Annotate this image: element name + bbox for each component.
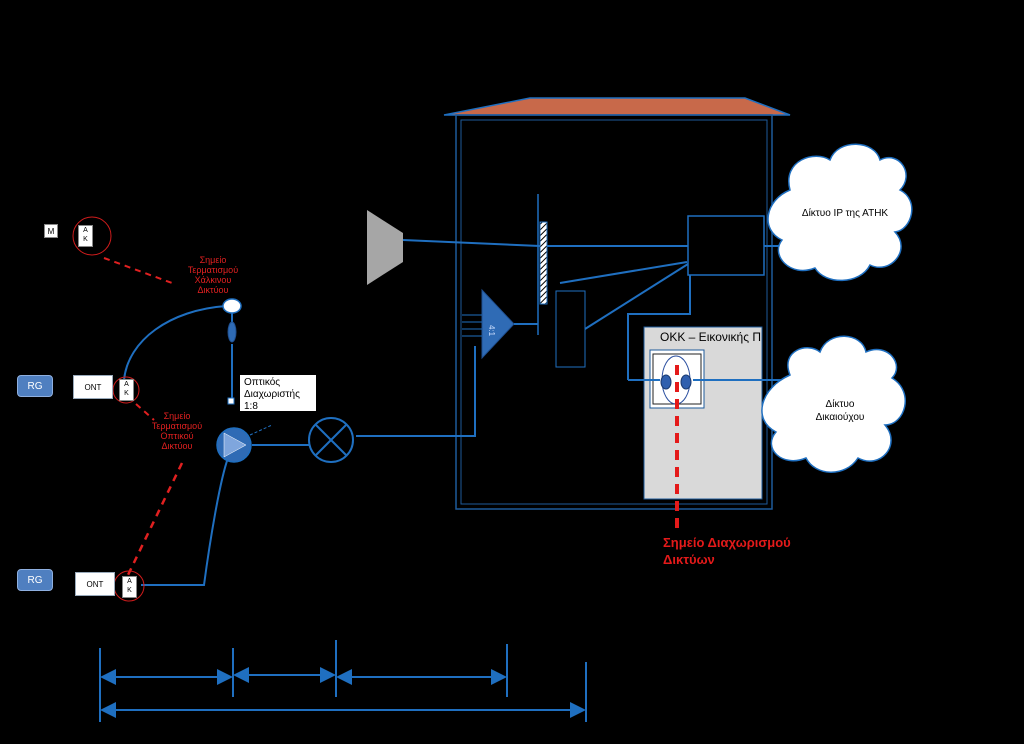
ak-bottom-k: K <box>127 587 132 594</box>
rg-box-mid: RG <box>17 375 53 397</box>
ak-mid-k: K <box>124 390 129 397</box>
joint-closure <box>222 298 242 314</box>
copper-trapezoid <box>367 210 403 285</box>
ak-box-bottom: A K <box>122 576 137 598</box>
building-roof <box>443 97 791 116</box>
okk-title: ΟΚΚ – Εικονικής Π <box>660 330 762 344</box>
ont-box-mid: ONT <box>73 375 113 399</box>
ak-box-top: A K <box>78 225 93 247</box>
ak-bottom-a: A <box>127 578 132 585</box>
ip-router-box <box>687 215 765 276</box>
m-box: M <box>44 224 58 238</box>
amplifier-triangle <box>481 288 515 360</box>
dimension-lines <box>99 640 587 722</box>
ip-network-label: Δίκτυο IP της ΑΤΗΚ <box>801 208 889 219</box>
separation-point-label: Σημείο Διαχωρισμού Δικτύων <box>663 535 791 567</box>
patch-panel <box>539 221 548 305</box>
building-outer-wall <box>455 114 773 510</box>
optical-termination-circle-mid <box>112 376 140 404</box>
outside-wiring <box>123 305 309 586</box>
building-wiring <box>356 239 796 437</box>
connector-left <box>660 374 672 390</box>
rg-box-bottom: RG <box>17 569 53 591</box>
beneficiary-cloud <box>761 335 906 473</box>
ont-box-bottom: ONT <box>75 572 115 596</box>
amplifier-label: 4:1 <box>487 325 496 337</box>
olt-box <box>555 290 586 368</box>
ak-box-mid: A K <box>119 379 134 401</box>
building <box>443 97 791 510</box>
building-inner-wall <box>460 119 768 505</box>
connector-right <box>680 374 692 390</box>
ip-cloud <box>767 143 913 282</box>
beneficiary-network-label: Δίκτυο Δικαιούχου <box>815 399 865 423</box>
optical-termination-label: Σημείο Τερματισμού Οπτικού Δικτύου <box>151 411 203 451</box>
splitter-label: Οπτικός Διαχωριστής 1:8 <box>240 375 316 411</box>
ak-top-k: K <box>83 236 88 243</box>
ak-mid-a: A <box>124 381 129 388</box>
copper-termination-circle <box>72 216 112 256</box>
ak-top-a: A <box>83 227 88 234</box>
copper-termination-label: Σημείο Τερματισμού Χάλκινου Δικτύου <box>187 255 239 295</box>
